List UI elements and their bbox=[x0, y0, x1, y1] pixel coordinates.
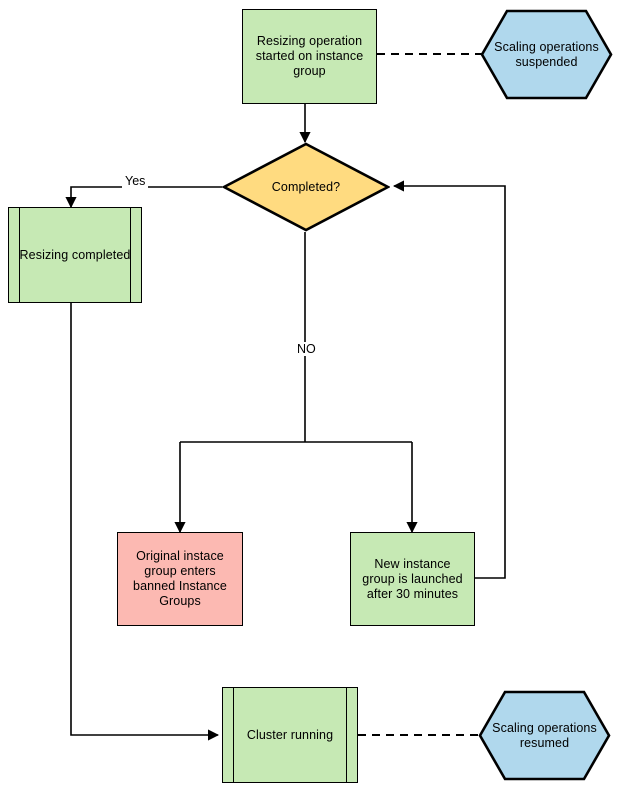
hexagon-shape bbox=[480, 9, 613, 100]
hexagon-shape bbox=[478, 690, 611, 781]
node-label: Completed? bbox=[271, 179, 341, 194]
edge-label-no: NO bbox=[294, 342, 319, 356]
node-new-instance-group-launched[interactable]: New instance group is launched after 30 … bbox=[350, 532, 475, 626]
node-scaling-operations-suspended[interactable]: Scaling operations suspended bbox=[480, 9, 613, 100]
node-cluster-running[interactable]: Cluster running bbox=[222, 687, 358, 783]
node-scaling-operations-resumed[interactable]: Scaling operations resumed bbox=[478, 690, 611, 781]
predefined-process-rail-right bbox=[130, 208, 131, 302]
node-label: Scaling operations suspended bbox=[494, 39, 599, 69]
edge-relaunch-to-decision bbox=[392, 180, 506, 579]
predefined-process-rail-right bbox=[346, 688, 347, 782]
node-label: Resizing operation started on instance g… bbox=[255, 34, 364, 78]
predefined-process-rail-left bbox=[233, 688, 234, 782]
edge-decision-yes bbox=[65, 186, 222, 209]
node-label: Original instace group enters banned Ins… bbox=[133, 549, 227, 608]
predefined-process-rail-left bbox=[19, 208, 20, 302]
node-label: Cluster running bbox=[246, 727, 334, 742]
node-label: Scaling operations resumed bbox=[492, 720, 597, 750]
edge-resizing-completed-to-cluster bbox=[70, 303, 220, 741]
node-label: Resizing completed bbox=[19, 247, 131, 262]
node-resizing-completed[interactable]: Resizing completed bbox=[8, 207, 142, 303]
diamond-shape bbox=[222, 142, 390, 232]
edge-label-yes: Yes bbox=[122, 174, 149, 188]
node-completed-decision[interactable]: Completed? bbox=[222, 142, 390, 232]
node-label: New instance group is launched after 30 … bbox=[362, 556, 463, 601]
node-resizing-operation-started[interactable]: Resizing operation started on instance g… bbox=[242, 9, 377, 104]
node-original-instance-group-banned[interactable]: Original instace group enters banned Ins… bbox=[117, 532, 243, 626]
